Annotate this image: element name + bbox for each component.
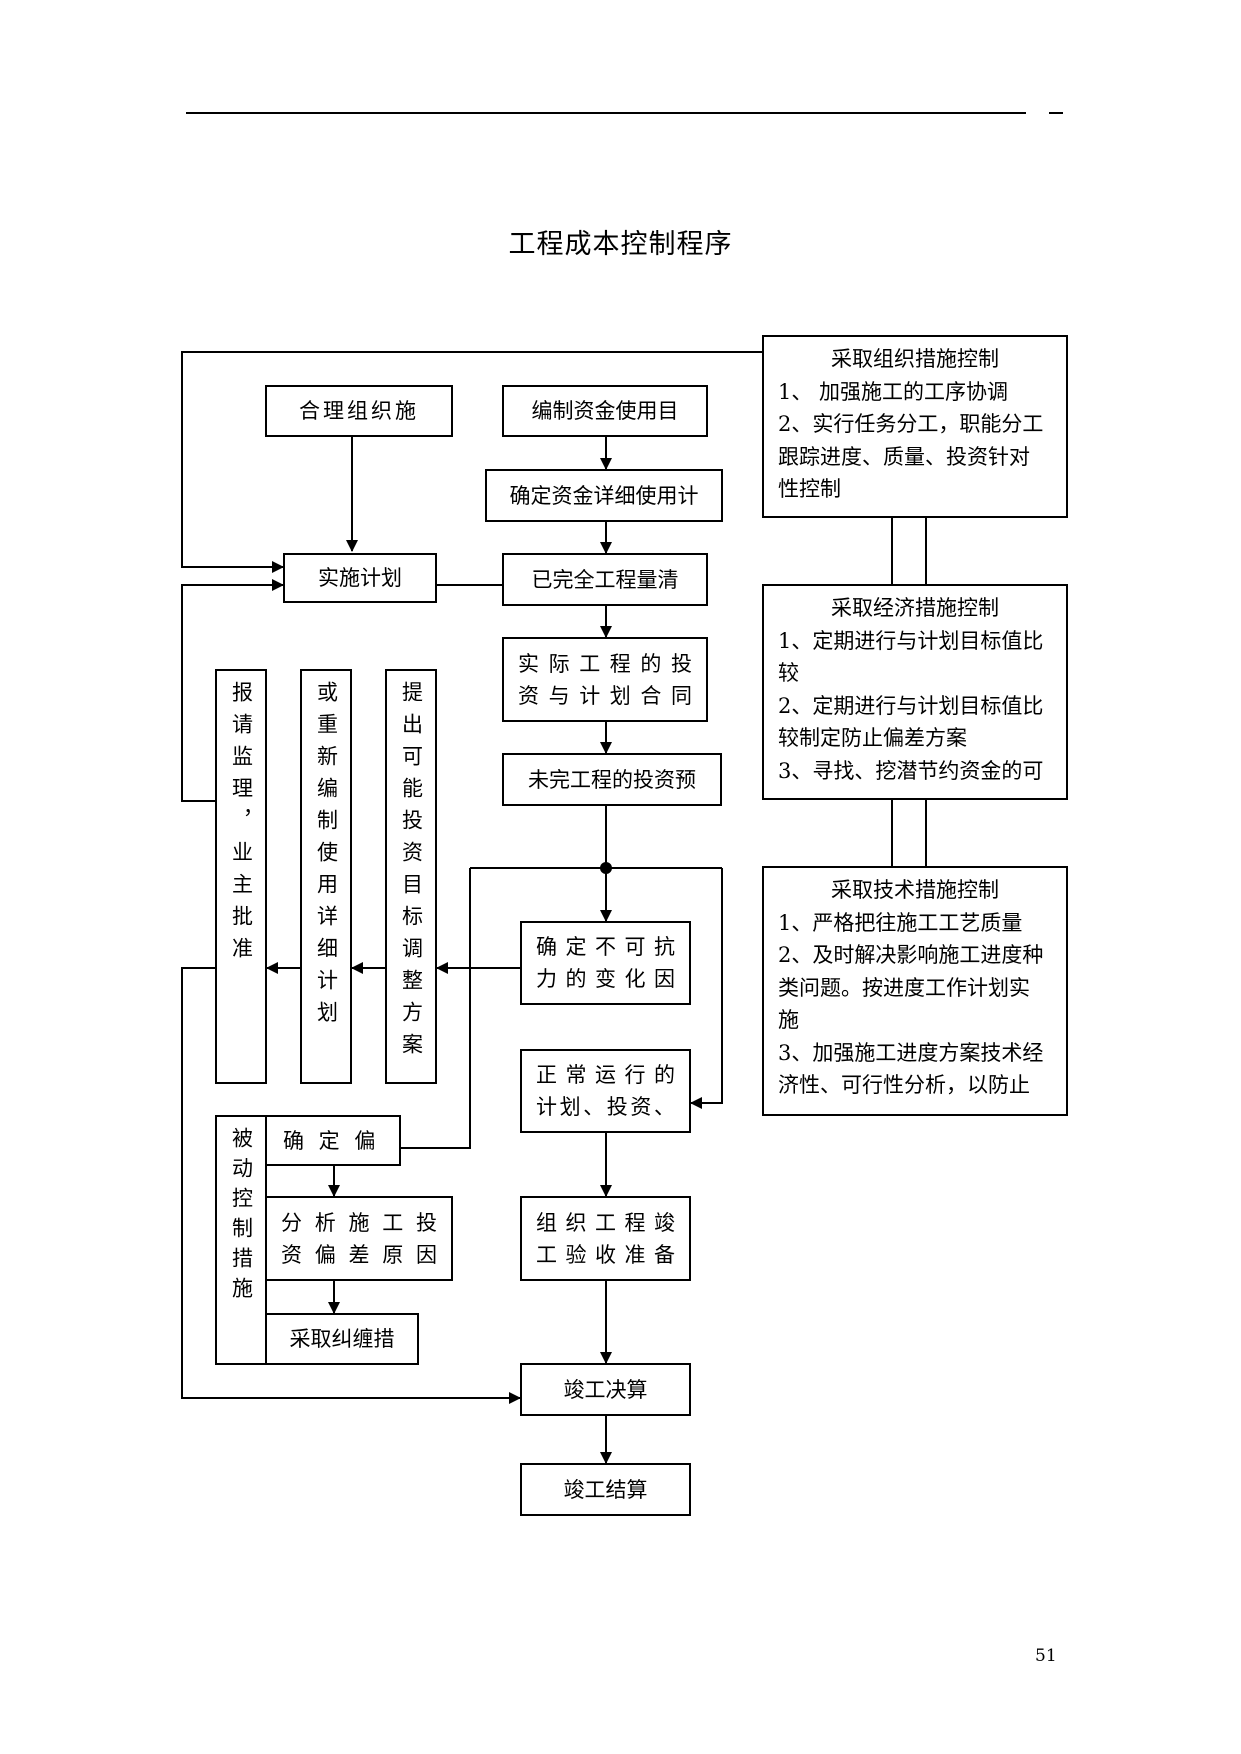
econ-measures-title: 采取经济措施控制: [831, 596, 999, 620]
fund-plan-box: 编制资金使用目: [502, 385, 708, 437]
header-rule: [186, 112, 1026, 114]
econ-measure-line: 较: [778, 661, 799, 685]
org-measure-line: 跟踪进度、质量、投资针对: [778, 444, 1030, 469]
tech-measures-title: 采取技术措施控制: [831, 878, 999, 902]
passive-label: 被动控制措施: [229, 1127, 254, 1307]
org-measure-line: 2、实行任务分工，职能分工: [778, 412, 1044, 436]
line-left-to-deviation: [401, 868, 471, 1149]
tech-measure-line: 施: [778, 1008, 799, 1032]
analyze-box: 分析施工投 资偏差原因: [265, 1196, 453, 1281]
reprepare-box: 或重新编制使用详细计划: [300, 669, 352, 1084]
econ-measure-line: 较制定防止偏差方案: [778, 726, 967, 750]
econ-measure-line: 1、定期进行与计划目标值比: [778, 628, 1044, 653]
deviation-box: 确 定 偏: [265, 1115, 401, 1166]
arrow-junction-to-normal: [690, 868, 723, 1109]
econ-measures-box: 采取经济措施控制 1、定期进行与计划目标值比 较 2、定期进行与计划目标值比 较…: [762, 584, 1068, 800]
force-box: 确定不可抗 力的变化因: [520, 921, 691, 1005]
loop-approve-to-final: [181, 967, 521, 1404]
correct-box: 采取纠缠措: [265, 1313, 419, 1365]
org-measures-box: 采取组织措施控制 1、 加强施工的工序协调 2、实行任务分工，职能分工 跟踪进度…: [762, 335, 1068, 518]
compare-box: 实际工程的投 资与计划合同: [502, 637, 708, 722]
tech-measure-line: 3、加强施工进度方案技术经: [778, 1040, 1044, 1065]
org-measure-line: 性控制: [778, 477, 841, 501]
page-title: 工程成本控制程序: [508, 229, 733, 260]
loop-approve-to-implement: [181, 579, 284, 802]
approve-box: 报请监理，业主批准: [215, 669, 267, 1084]
loop-org-to-implement: [181, 351, 762, 573]
tech-measure-line: 济性、可行性分析，以防止: [778, 1073, 1030, 1097]
tech-measures-box: 采取技术措施控制 1、严格把往施工工艺质量 2、及时解决影响施工进度种 类问题。…: [762, 866, 1068, 1116]
header-dash: [1049, 112, 1063, 114]
org-measures-title: 采取组织措施控制: [831, 347, 999, 371]
tech-measure-line: 1、严格把往施工工艺质量: [778, 910, 1023, 935]
forecast-box: 未完工程的投资预: [502, 753, 722, 806]
econ-measure-line: 3、寻找、挖潜节约资金的可: [778, 758, 1044, 783]
propose-box: 提出可能投资目标调整方案: [385, 669, 437, 1084]
tech-measure-line: 2、及时解决影响施工进度种: [778, 943, 1044, 967]
passive-control-group: 被动控制措施: [215, 1115, 267, 1365]
final-settlement-box: 竣工结算: [520, 1463, 691, 1516]
normal-box: 正常运行的 计划、投资、: [520, 1049, 691, 1133]
econ-measure-line: 2、定期进行与计划目标值比: [778, 693, 1044, 718]
tech-measure-line: 类问题。按进度工作计划实: [778, 975, 1030, 1000]
completed-qty-box: 已完全工程量清: [502, 553, 708, 606]
implement-box: 实施计划: [283, 553, 437, 603]
junction-dot: [600, 862, 612, 874]
final-accounts-box: 竣工决算: [520, 1363, 691, 1416]
org-measure-line: 1、 加强施工的工序协调: [778, 379, 1009, 404]
page-number: 51: [1035, 1646, 1057, 1666]
org-plan-box: 合理组织施: [265, 385, 453, 437]
acceptance-box: 组织工程竣 工验收准备: [520, 1196, 691, 1281]
fund-detail-box: 确定资金详细使用计: [485, 469, 723, 522]
